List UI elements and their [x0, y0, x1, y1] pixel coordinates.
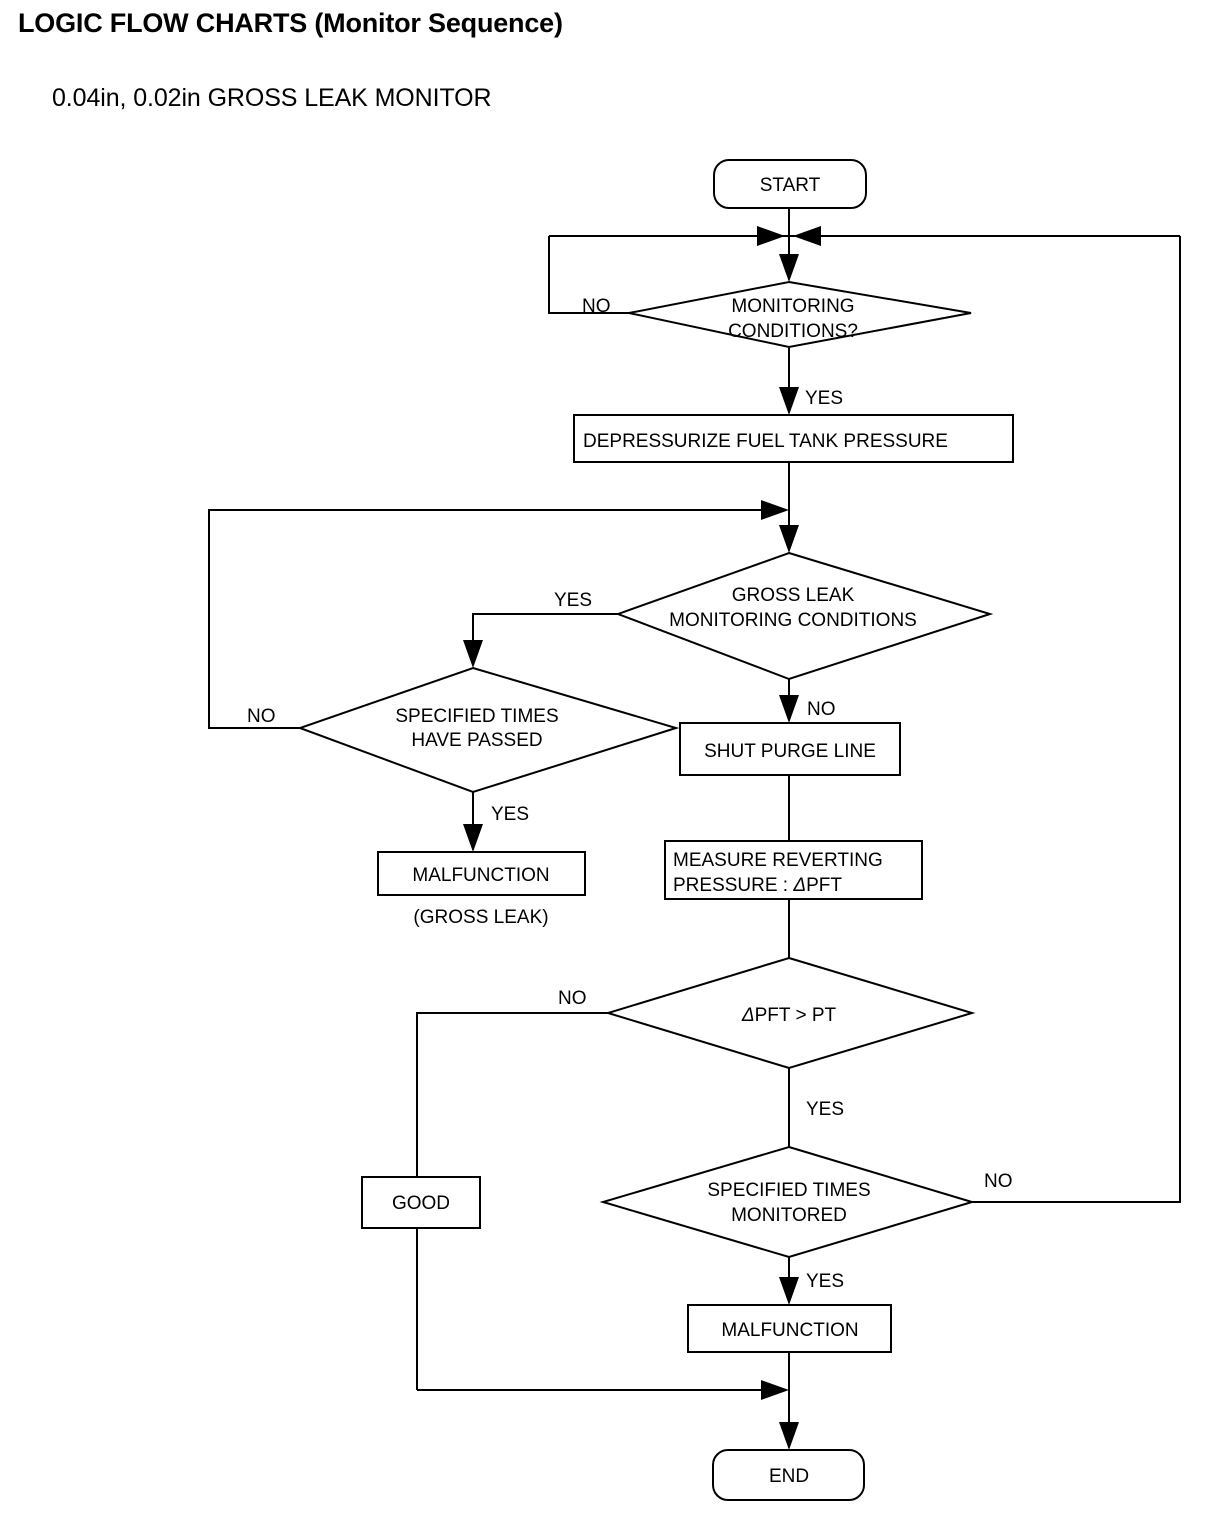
node-measure-reverting-pressure[interactable]: MEASURE REVERTING PRESSURE : ΔPFT [664, 840, 923, 900]
arrowhead-to-glcond [779, 525, 799, 553]
node-depressurize[interactable]: DEPRESSURIZE FUEL TANK PRESSURE [573, 414, 1014, 463]
delta-symbol: Δ [792, 875, 806, 896]
arrowhead-good-merge [761, 1380, 789, 1400]
arrowhead-to-shutpurge [779, 695, 799, 723]
depressurize-shape [573, 414, 1014, 463]
compare-pft-label: ΔPFT > PT [741, 1005, 837, 1026]
arrowhead-merge-left [757, 226, 785, 246]
arrowhead-to-timespassed [463, 640, 483, 668]
shut-purge-line-label: SHUT PURGE LINE [704, 741, 876, 762]
measure-reverting-pressure-label-2: PRESSURE : ΔPFT [673, 875, 842, 896]
measure-reverting-pressure-label-1: MEASURE REVERTING [673, 850, 883, 871]
arrowhead-merge-right [793, 226, 821, 246]
depressurize-label: DEPRESSURIZE FUEL TANK PRESSURE [583, 431, 948, 452]
arrowhead-to-malfunction [779, 1277, 799, 1305]
edge-label-timespassed-no: NO [247, 706, 276, 727]
node-compare-pft[interactable]: ΔPFT > PT [604, 956, 976, 1070]
specified-times-monitored-label-1: SPECIFIED TIMES [707, 1180, 870, 1201]
edge-glcond-yes [472, 613, 618, 664]
measure-prefix: PRESSURE : [673, 875, 793, 896]
edge-timespassed-no [208, 509, 785, 729]
gross-leak-conditions-shape [615, 551, 994, 681]
specified-times-have-passed-shape [297, 666, 680, 794]
arrowhead-to-depressurize [779, 387, 799, 415]
node-specified-times-monitored[interactable]: SPECIFIED TIMES MONITORED [599, 1145, 976, 1259]
node-malfunction-gross-leak[interactable]: MALFUNCTION (GROSS LEAK) [377, 851, 586, 928]
monitoring-conditions-label-2: CONDITIONS? [728, 321, 858, 342]
edge-label-timesmon-no: NO [984, 1171, 1013, 1192]
edge-compare-no [416, 1012, 608, 1390]
edge-label-moncond-yes: YES [805, 388, 843, 409]
malfunction-shape [687, 1304, 892, 1353]
end-shape [712, 1449, 865, 1501]
gross-leak-conditions-label-2: MONITORING CONDITIONS [669, 610, 917, 631]
measure-suffix: PFT [806, 875, 842, 896]
compare-rest: PFT > PT [755, 1005, 837, 1026]
compare-pft-shape [604, 956, 976, 1070]
malfunction-gross-leak-shape [377, 851, 586, 896]
specified-times-monitored-label-2: MONITORED [731, 1205, 847, 1226]
edge-label-glcond-yes: YES [554, 590, 592, 611]
node-good[interactable]: GOOD [361, 1176, 481, 1229]
specified-times-have-passed-label-1: SPECIFIED TIMES [395, 706, 558, 727]
node-start[interactable]: START [713, 159, 867, 209]
start-label: START [760, 175, 821, 196]
edge-label-compare-yes: YES [806, 1099, 844, 1120]
arrowhead-timespassed-no-merge [761, 500, 789, 520]
page-subtitle: 0.04in, 0.02in GROSS LEAK MONITOR [52, 84, 492, 112]
specified-times-monitored-shape [599, 1145, 976, 1259]
start-shape [713, 159, 867, 209]
node-specified-times-have-passed[interactable]: SPECIFIED TIMES HAVE PASSED [297, 666, 680, 794]
node-shut-purge-line[interactable]: SHUT PURGE LINE [679, 722, 901, 776]
monitoring-conditions-shape [628, 280, 972, 349]
edge-label-compare-no: NO [558, 988, 587, 1009]
malfunction-gross-leak-label: MALFUNCTION [412, 865, 549, 886]
node-malfunction[interactable]: MALFUNCTION [687, 1304, 892, 1353]
specified-times-have-passed-label-2: HAVE PASSED [411, 730, 542, 751]
delta-symbol: Δ [741, 1005, 755, 1026]
measure-reverting-pressure-shape [664, 840, 923, 900]
gross-leak-conditions-label-1: GROSS LEAK [732, 585, 855, 606]
good-shape [361, 1176, 481, 1229]
edge-timesmon-no [972, 236, 1181, 1203]
edge-label-timespassed-yes: YES [491, 804, 529, 825]
node-end[interactable]: END [712, 1449, 865, 1501]
edge-label-moncond-no: NO [582, 296, 611, 317]
monitoring-conditions-label-1: MONITORING [731, 296, 854, 317]
edge-moncond-no [548, 236, 629, 314]
edge-label-timesmon-yes: YES [806, 1271, 844, 1292]
good-label: GOOD [392, 1193, 450, 1214]
malfunction-gross-leak-caption: (GROSS LEAK) [413, 907, 548, 928]
malfunction-label: MALFUNCTION [721, 1320, 858, 1341]
node-gross-leak-conditions[interactable]: GROSS LEAK MONITORING CONDITIONS [615, 551, 994, 681]
shut-purge-line-shape [679, 722, 901, 776]
node-monitoring-conditions[interactable]: MONITORING CONDITIONS? [628, 280, 972, 349]
arrowhead-to-malf-grossleak [463, 824, 483, 852]
arrowhead-to-end [779, 1422, 799, 1450]
end-label: END [769, 1466, 809, 1487]
arrowhead-to-moncond [779, 254, 799, 282]
page-title: LOGIC FLOW CHARTS (Monitor Sequence) [18, 8, 563, 38]
edge-label-glcond-no: NO [807, 699, 836, 720]
